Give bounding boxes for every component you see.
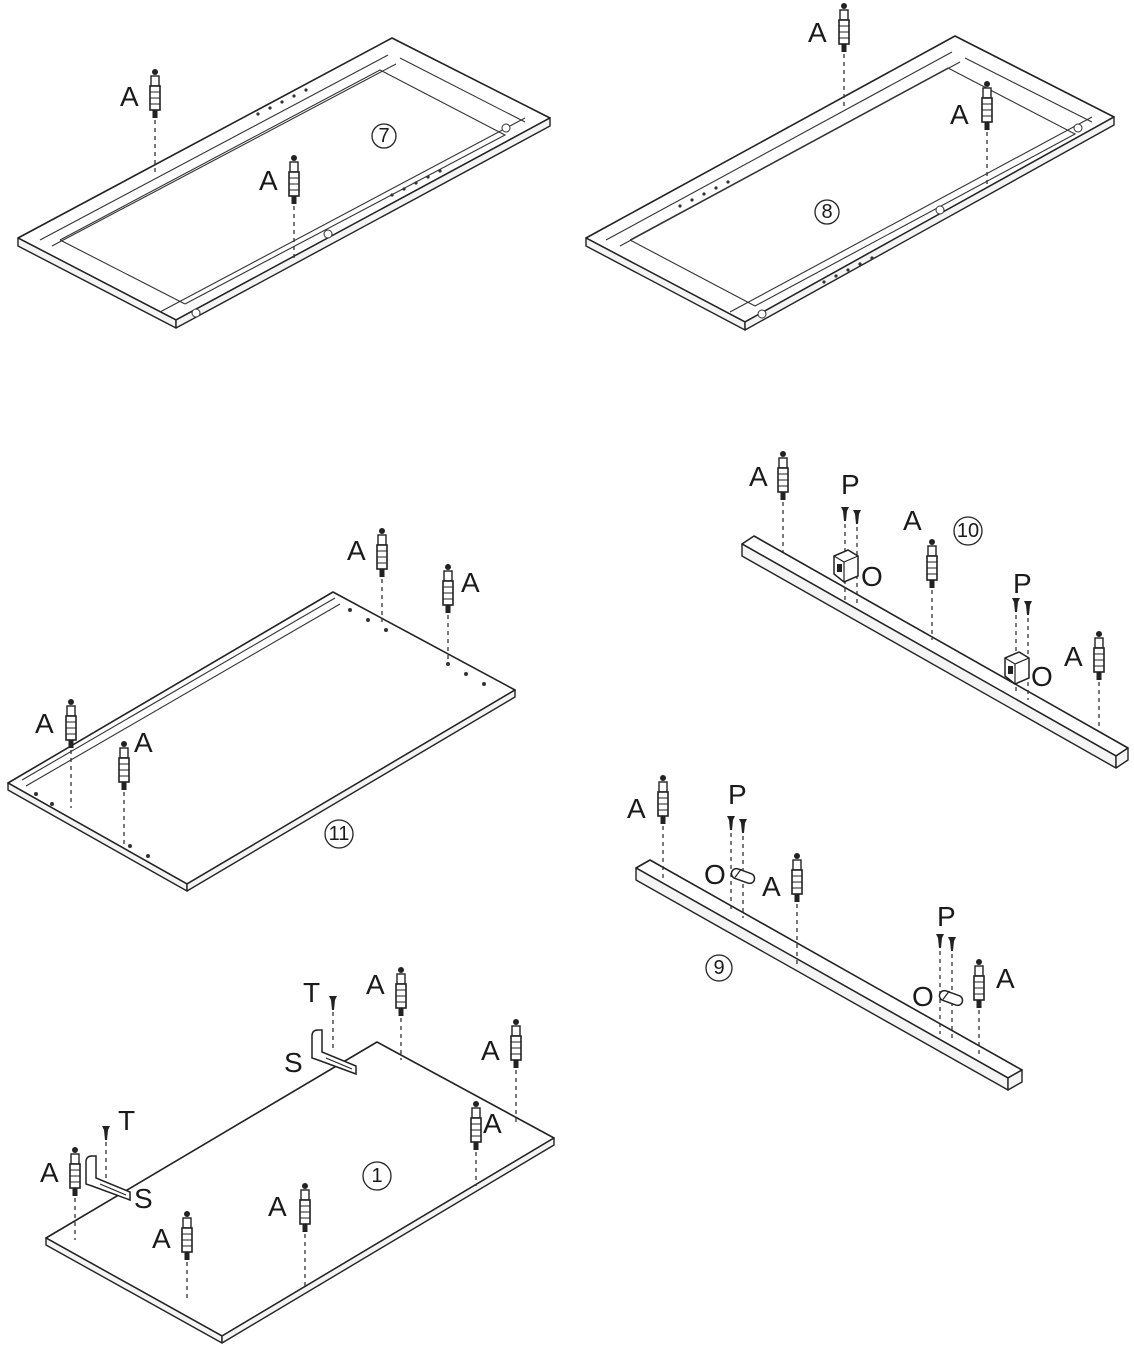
part-a-label: A xyxy=(40,1157,59,1188)
bracket-s: S xyxy=(85,1155,153,1214)
step-10-group: A A A P O P O xyxy=(741,450,1129,769)
cam-bolt-a: A xyxy=(470,1100,502,1186)
cam-bolt-a: A xyxy=(903,505,938,640)
part-p-label: P xyxy=(728,779,747,810)
part-a-label: A xyxy=(996,963,1015,994)
part-a-label: A xyxy=(35,708,54,739)
part-o-label: O xyxy=(704,859,726,890)
step-1-group: A A A A A A S xyxy=(40,966,555,1344)
screw-t: T xyxy=(102,1105,135,1182)
step-number-text: 7 xyxy=(378,125,389,147)
screw-p: P xyxy=(936,901,956,1040)
cam-bolt-a: A xyxy=(35,698,77,808)
screw-p: P xyxy=(841,469,861,606)
part-a-label: A xyxy=(1064,641,1083,672)
cam-bolt-a: A xyxy=(808,2,850,106)
step-number-8: 8 xyxy=(814,199,840,225)
part-a-label: A xyxy=(749,461,768,492)
cam-bolt-a: A xyxy=(950,80,993,188)
part-a-label: A xyxy=(461,567,480,598)
part-a-label: A xyxy=(366,969,385,1000)
part-a-label: A xyxy=(627,793,646,824)
part-a-label: A xyxy=(259,165,278,196)
dowel-o: O xyxy=(912,981,965,1012)
screw-t: T xyxy=(303,977,337,1048)
panel-11 xyxy=(7,591,516,892)
cam-bolt-a: A xyxy=(481,1018,522,1124)
part-a-label: A xyxy=(762,871,781,902)
part-t-label: T xyxy=(118,1105,135,1136)
cam-bolt-a: A xyxy=(152,1210,193,1300)
step-number-10: 10 xyxy=(953,516,983,546)
part-s-label: S xyxy=(284,1047,303,1078)
cam-bolt-a: A xyxy=(347,527,388,622)
step-9-group: A A A P O P O xyxy=(627,774,1023,1091)
screw-p: P xyxy=(727,779,747,918)
part-o-label: O xyxy=(861,561,883,592)
cam-bolt-a: A xyxy=(973,958,1015,1056)
part-a-label: A xyxy=(903,505,922,536)
part-a-label: A xyxy=(152,1223,171,1254)
rail-9 xyxy=(635,859,1023,1091)
part-p-label: P xyxy=(937,901,956,932)
part-a-label: A xyxy=(120,81,139,112)
part-a-label: A xyxy=(347,535,366,566)
frame-panel-7 xyxy=(17,37,551,329)
block-o: O xyxy=(833,549,883,592)
step-number-11: 11 xyxy=(324,819,354,849)
step-11-group: A A A A 11 xyxy=(7,527,516,892)
cam-bolt-a: A xyxy=(268,1182,311,1286)
part-a-label: A xyxy=(134,727,153,758)
part-a-label: A xyxy=(950,99,969,130)
part-a-label: A xyxy=(808,17,827,48)
step-number-7: 7 xyxy=(371,123,397,149)
cam-bolt-a: A xyxy=(442,563,480,662)
part-o-label: O xyxy=(912,981,934,1012)
part-p-label: P xyxy=(841,469,860,500)
step-number-text: 10 xyxy=(957,520,979,542)
step-7-group: A A 7 xyxy=(17,37,551,329)
rail-10 xyxy=(741,535,1129,769)
cam-bolt-a: A xyxy=(259,154,300,258)
bracket-s: S xyxy=(284,1029,357,1078)
cam-bolt-a: A xyxy=(366,966,407,1060)
step-number-text: 8 xyxy=(821,201,832,223)
part-a-label: A xyxy=(483,1108,502,1139)
cam-bolt-a: A xyxy=(40,1146,81,1240)
cam-bolt-a: A xyxy=(120,68,161,172)
block-o: O xyxy=(1004,651,1053,692)
step-number-text: 11 xyxy=(329,823,350,845)
part-a-label: A xyxy=(481,1035,500,1066)
panel-1 xyxy=(45,1041,555,1344)
part-t-label: T xyxy=(303,977,320,1008)
part-a-label: A xyxy=(268,1191,287,1222)
part-o-label: O xyxy=(1031,661,1053,692)
cam-bolt-a: A xyxy=(118,727,153,846)
step-number-9: 9 xyxy=(705,954,733,982)
cam-bolt-a: A xyxy=(749,450,789,552)
step-number-text: 9 xyxy=(713,957,724,979)
step-8-group: A A 8 xyxy=(585,2,1115,331)
part-s-label: S xyxy=(134,1183,153,1214)
part-p-label: P xyxy=(1013,568,1032,599)
cam-bolt-a: A xyxy=(762,852,803,964)
dowel-o: O xyxy=(704,859,757,890)
cam-bolt-a: A xyxy=(1064,630,1105,730)
frame-panel-8 xyxy=(585,35,1115,331)
step-number-text: 1 xyxy=(371,1165,382,1187)
step-number-1: 1 xyxy=(362,1161,392,1191)
cam-bolt-a: A xyxy=(627,774,669,880)
